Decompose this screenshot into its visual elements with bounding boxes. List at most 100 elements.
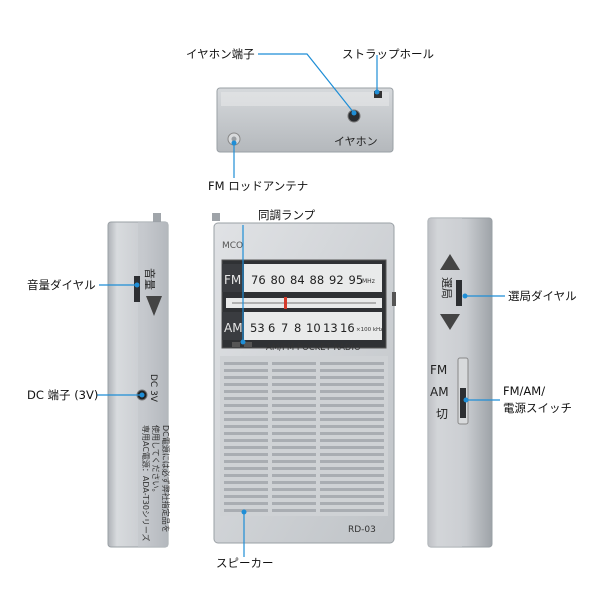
speaker-slot: [224, 488, 268, 491]
speaker-slot: [224, 369, 268, 372]
speaker-slot: [320, 474, 384, 477]
speaker-slot: [320, 432, 384, 435]
speaker-slot: [272, 390, 316, 393]
speaker-slot: [224, 411, 268, 414]
left-side-view: 音量 DC 3V DC電源には必ず弊社指定品を使用してください。専用AC電源：A…: [107, 213, 171, 548]
speaker-slot: [320, 362, 384, 365]
brand-logo: MCO: [222, 241, 243, 251]
speaker-slot: [272, 495, 316, 498]
switch-fm-text: FM: [430, 363, 447, 377]
speaker-slot: [224, 362, 268, 365]
model-text: AM/FM POCKET RADIO: [266, 343, 361, 353]
speaker-slot: [320, 495, 384, 498]
switch-off-text: 切: [436, 407, 448, 421]
speaker-slot: [224, 383, 268, 386]
speaker-slot: [272, 376, 316, 379]
am-scale-label: 16: [340, 321, 355, 335]
speaker-slot: [320, 481, 384, 484]
speaker-slot: [272, 509, 316, 512]
speaker-slot: [320, 460, 384, 463]
am-scale-label: 8: [294, 321, 301, 335]
speaker-slot: [224, 474, 268, 477]
fm-scale-label: 88: [310, 273, 325, 287]
speaker-slot: [272, 474, 316, 477]
speaker-slot: [224, 453, 268, 456]
am-scale-label: 53: [250, 321, 265, 335]
speaker-slot: [224, 446, 268, 449]
speaker-slot: [320, 446, 384, 449]
speaker-slot: [320, 411, 384, 414]
speaker-slot: [272, 453, 316, 456]
dc-jack-label: DC 端子 (3V): [27, 388, 99, 402]
speaker-slot: [320, 397, 384, 400]
tuning-side-text: 選局: [440, 277, 453, 299]
am-scale-label: 10: [306, 321, 321, 335]
fm-scale-label: 95: [349, 273, 364, 287]
speaker-slot: [320, 390, 384, 393]
model-number: RD-03: [348, 525, 376, 535]
speaker-slot: [272, 481, 316, 484]
dc-notice-line: 専用AC電源：ADA-T30シリーズ: [141, 425, 151, 542]
power-switch-label-line2: 電源スイッチ: [503, 401, 572, 415]
speaker-slot: [224, 397, 268, 400]
tuning-lamp-icon: [232, 342, 240, 347]
callout-dots: [134, 89, 469, 515]
speaker-slot: [272, 488, 316, 491]
power-switch-label-line1: FM/AM/: [503, 384, 546, 398]
speaker-slot: [272, 467, 316, 470]
speaker-label: スピーカー: [216, 556, 274, 570]
speaker-slot: [272, 362, 316, 365]
speaker-slot: [224, 404, 268, 407]
speaker-slot: [272, 425, 316, 428]
speaker-slot: [272, 369, 316, 372]
speaker-slot: [272, 418, 316, 421]
speaker-slot: [320, 376, 384, 379]
speaker-slot: [320, 502, 384, 505]
speaker-grille: [220, 356, 388, 516]
top-earphone-text: イヤホン: [334, 135, 378, 148]
tuning-lamp-label: 同調ランプ: [258, 208, 316, 222]
fm-unit: MHz: [362, 278, 375, 285]
strap-hole-icon: [374, 91, 382, 98]
am-scale-label: 6: [268, 321, 275, 335]
volume-dial-label: 音量ダイヤル: [27, 278, 96, 292]
speaker-slot: [272, 460, 316, 463]
speaker-slot: [320, 425, 384, 428]
speaker-slot: [272, 432, 316, 435]
speaker-slot: [320, 404, 384, 407]
fm-scale-label: 80: [271, 273, 286, 287]
volume-dial-icon: [134, 276, 140, 302]
callout-lines: [97, 53, 505, 557]
speaker-slot: [320, 439, 384, 442]
speaker-slot: [320, 383, 384, 386]
speaker-slot: [320, 467, 384, 470]
speaker-slot: [272, 397, 316, 400]
right-side-view: 選局 FM AM 切: [427, 217, 493, 548]
speaker-slot: [320, 453, 384, 456]
am-band-label: AM: [224, 321, 243, 335]
speaker-slot: [320, 509, 384, 512]
switch-am-text: AM: [430, 385, 449, 399]
speaker-slot: [224, 460, 268, 463]
speaker-slot: [272, 411, 316, 414]
speaker-slot: [320, 488, 384, 491]
speaker-slot: [272, 404, 316, 407]
tuning-dial-icon: [456, 280, 462, 306]
fm-scale-label: 92: [329, 273, 344, 287]
fm-scale-label: 76: [251, 273, 266, 287]
speaker-slot: [224, 376, 268, 379]
volume-arrow-icon: [146, 296, 162, 316]
dial-pointer: [284, 297, 287, 309]
strap-hole-label: ストラップホール: [342, 47, 434, 61]
speaker-slot: [272, 439, 316, 442]
dc-notice-line: DC電源には必ず弊社指定品を: [161, 425, 171, 533]
speaker-slot: [224, 502, 268, 505]
volume-side-text: 音量: [143, 268, 157, 290]
am-scale-label: 13: [323, 321, 338, 335]
am-scale-label: 7: [281, 321, 288, 335]
speaker-slot: [224, 390, 268, 393]
speaker-slot: [224, 495, 268, 498]
